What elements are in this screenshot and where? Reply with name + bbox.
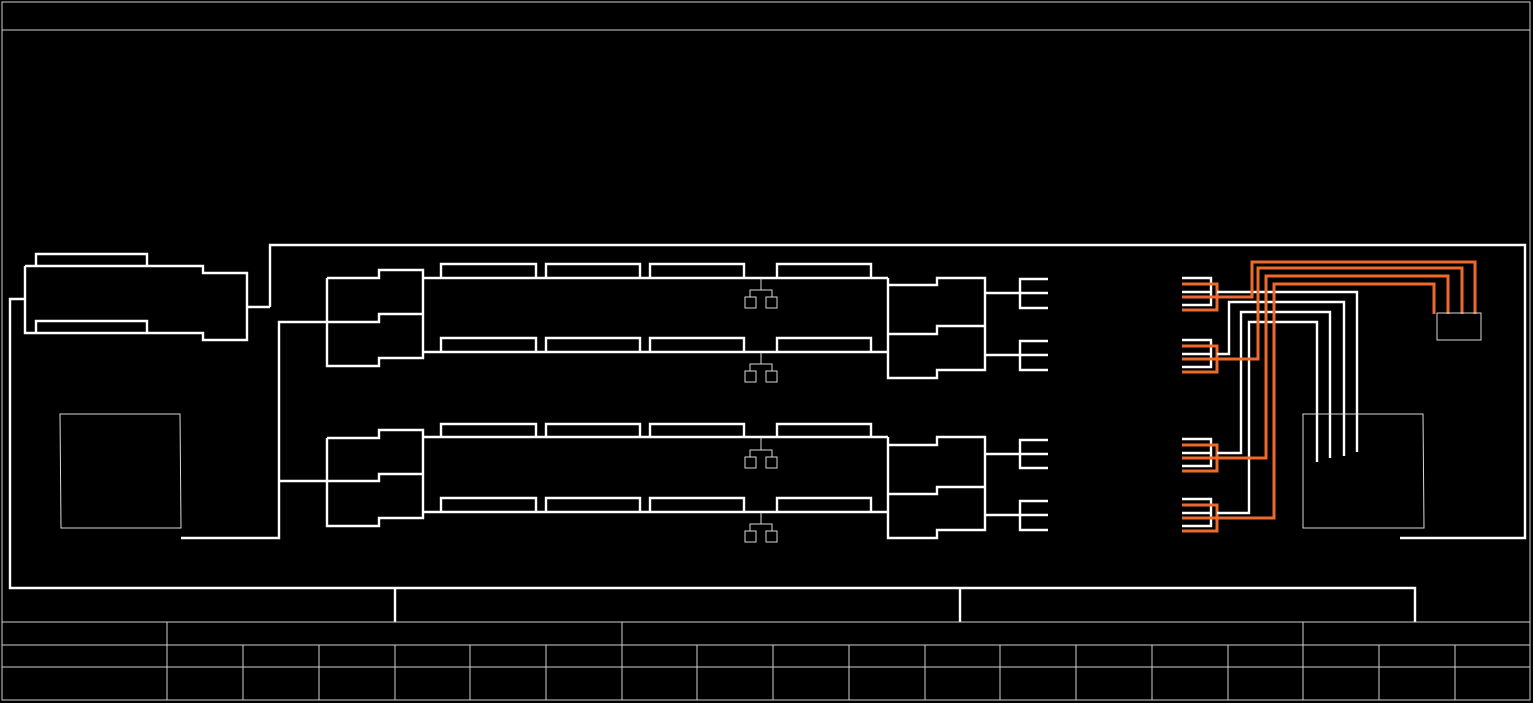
right-panel (1302, 413, 1425, 529)
node-glyphs (744, 278, 778, 543)
fork-3 (985, 438, 1048, 470)
right-connectors (1182, 276, 1219, 533)
node-glyph-2 (744, 352, 778, 383)
fork-2 (985, 339, 1048, 372)
lower-bus-group (325, 422, 987, 540)
connector-group-1 (1182, 276, 1219, 312)
title-block-grid (2, 621, 1530, 700)
right-panels (1302, 312, 1482, 529)
orange-routing (1217, 260, 1477, 520)
output-forks (985, 277, 1048, 532)
node-glyph-1 (744, 278, 778, 309)
node-glyph-4 (744, 512, 778, 543)
connector-group-3 (1182, 437, 1219, 473)
connector-group-4 (1182, 497, 1219, 533)
connector-group-2 (1182, 338, 1219, 374)
fork-1 (985, 277, 1048, 310)
upper-bus-group (325, 262, 987, 380)
left-panel (59, 320, 327, 540)
small-terminal-box (1436, 312, 1482, 341)
left-input-block (8, 243, 1527, 622)
white-routing (1217, 290, 1359, 515)
fork-4 (985, 499, 1048, 532)
node-glyph-3 (744, 437, 778, 469)
